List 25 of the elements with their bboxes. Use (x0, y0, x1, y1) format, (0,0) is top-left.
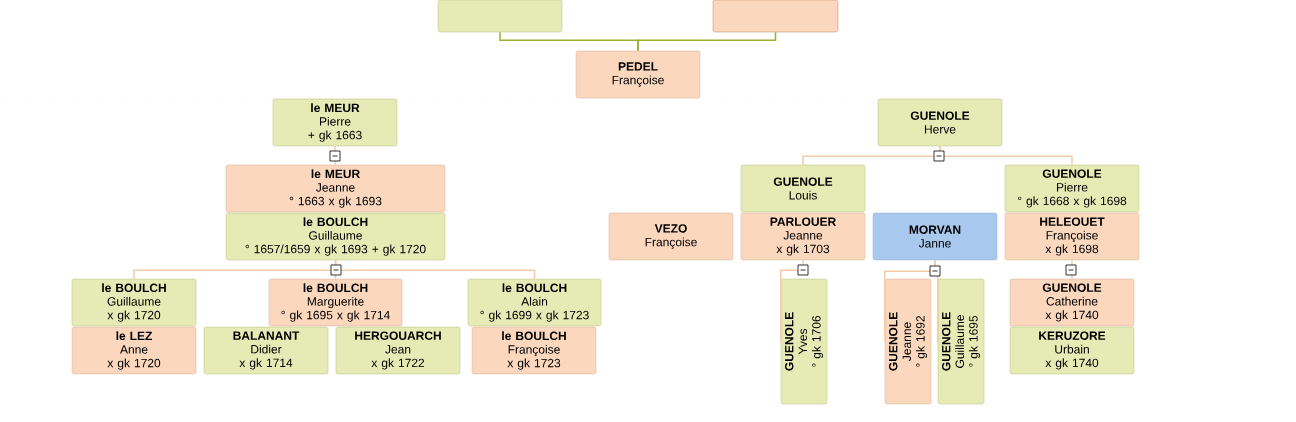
empty-box (437, 0, 563, 33)
person-box: le BOULCH Alain ° gk 1699 x gk 1723 (467, 278, 602, 327)
person-box: le BOULCH Guillaume x gk 1720 (71, 278, 197, 327)
person-box: GUENOLE Louis (740, 164, 866, 213)
person-box: BALANANT Didier x gk 1714 (203, 326, 329, 375)
person-box: le BOULCH Marguerite ° gk 1695 x gk 1714 (268, 278, 403, 327)
person-box: HERGOUARCH Jean x gk 1722 (335, 326, 461, 375)
person-box: le LEZ Anne x gk 1720 (71, 326, 197, 375)
person-box: PEDEL Françoise (575, 50, 701, 99)
empty-box (712, 0, 839, 33)
person-box: le BOULCH Guillaume ° 1657/1659 x gk 1693 + gk 1720 (225, 212, 446, 261)
person-box: GUENOLE Catherine x gk 1740 (1009, 278, 1135, 327)
person-box: le BOULCH Françoise x gk 1723 (471, 326, 597, 375)
person-box: VEZO Françoise (608, 212, 734, 261)
person-box: GUENOLE Jeanne ° gk 1692 (884, 278, 932, 405)
person-box: HELEOUET Françoise x gk 1698 (1004, 212, 1140, 261)
person-box: GUENOLE Guillaume ° gk 1695 (937, 278, 985, 405)
person-box: MORVAN Janne (872, 212, 998, 261)
person-box: le MEUR Pierre + gk 1663 (272, 98, 398, 147)
person-box: le MEUR Jeanne ° 1663 x gk 1693 (225, 164, 446, 213)
person-box: PARLOUER Jeanne x gk 1703 (740, 212, 866, 261)
person-box: KERUZORE Urbain x gk 1740 (1009, 326, 1135, 375)
person-box: GUENOLE Yves ° gk 1706 (780, 278, 828, 405)
person-box: GUENOLE Herve (877, 98, 1003, 147)
person-box: GUENOLE Pierre ° gk 1668 x gk 1698 (1004, 164, 1140, 213)
